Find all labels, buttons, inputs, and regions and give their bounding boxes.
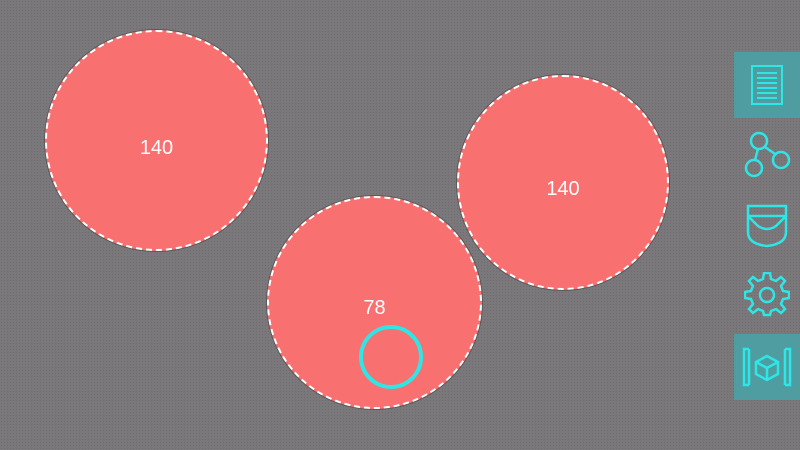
pocket-icon <box>744 202 790 248</box>
document-list-icon <box>747 63 787 107</box>
bubble-value: 140 <box>139 137 174 159</box>
settings-tool-button[interactable] <box>734 262 800 328</box>
selection-cursor-ring[interactable] <box>359 325 423 389</box>
bubble-140-right[interactable]: 140 <box>457 75 669 290</box>
share-tool-button[interactable] <box>734 122 800 188</box>
document-tool-button[interactable] <box>734 52 800 118</box>
cube-tool-button[interactable] <box>734 334 800 400</box>
pocket-tool-button[interactable] <box>734 192 800 258</box>
bubble-value: 140 <box>546 178 580 200</box>
cube-brackets-icon <box>739 345 795 389</box>
bubble-140-left[interactable]: 140 <box>45 30 268 251</box>
bubble-value: 78 <box>363 297 386 319</box>
share-nodes-icon <box>743 130 791 180</box>
gear-icon <box>744 272 790 318</box>
